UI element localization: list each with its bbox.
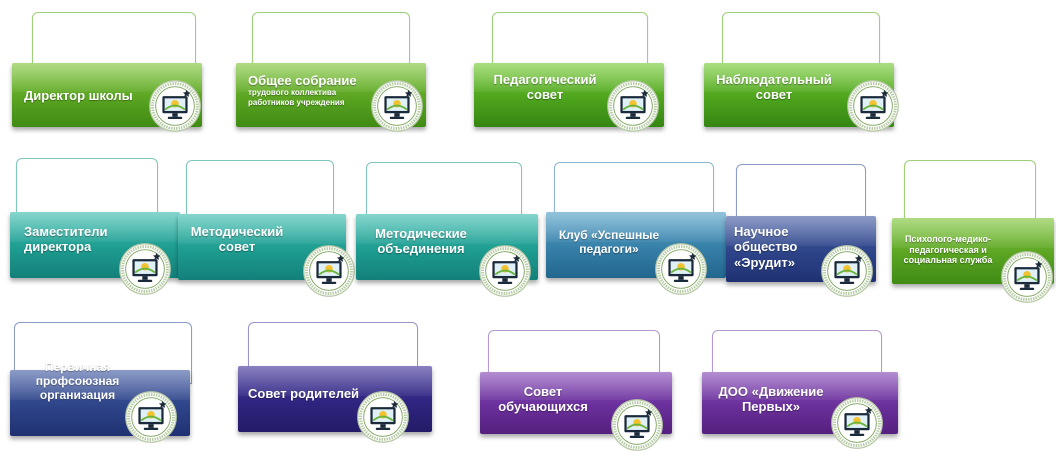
node-label-line: совет: [755, 87, 793, 103]
school-emblem-icon: [1000, 250, 1054, 304]
school-emblem-icon: [302, 244, 356, 298]
node-label-line: социальная служба: [903, 255, 993, 266]
node-label-line: Совет: [523, 384, 563, 399]
school-emblem-icon: [124, 390, 178, 444]
school-emblem-icon: [148, 79, 202, 133]
node-label: Совет родителей: [248, 386, 378, 401]
school-emblem-icon: [478, 244, 532, 298]
node-label-line: Директор школы: [24, 88, 133, 103]
node-label-line: Педагогический: [493, 72, 597, 87]
node-label-line: ДОО «Движение: [718, 384, 824, 399]
node-label-subline: трудового коллектива: [248, 88, 337, 98]
node-label-line: педагоги»: [579, 242, 639, 257]
node-label-line: Клуб «Успешные: [558, 228, 660, 242]
school-emblem-icon: [654, 242, 708, 296]
node-label-line: совет: [526, 87, 564, 103]
node-label: Директор школы: [24, 88, 144, 103]
node-label-line: Методические: [375, 226, 467, 241]
node-label-line: совет: [218, 239, 256, 255]
node-label-line: Научное: [734, 224, 789, 239]
school-emblem-icon: [820, 244, 874, 298]
school-emblem-icon: [846, 79, 900, 133]
node-label-line: Первых»: [741, 399, 801, 415]
node-label-line: Наблюдательный: [716, 72, 832, 87]
node-label-line: общество: [734, 239, 798, 255]
node-label-line: Психолого-медико-: [904, 234, 992, 244]
node-label-line: обучающихся: [498, 399, 588, 415]
school-emblem-icon: [606, 79, 660, 133]
node-label-line: Первичная: [44, 360, 111, 374]
node-tab: [16, 158, 158, 220]
node-label-line: Совет родителей: [248, 386, 360, 401]
school-emblem-icon: [830, 396, 884, 450]
node-tab: [186, 160, 334, 222]
node-label-line: Методический: [190, 224, 284, 239]
node-label-line: Общее собрание: [248, 73, 357, 88]
node-label-line: Заместители: [24, 224, 108, 239]
school-emblem-icon: [118, 242, 172, 296]
school-emblem-icon: [370, 79, 424, 133]
school-emblem-icon: [356, 390, 410, 444]
node-tab: [904, 160, 1036, 222]
school-emblem-icon: [610, 398, 664, 452]
node-label-subline: работников учреждения: [248, 97, 345, 107]
node-label-line: организация: [39, 388, 116, 403]
node-label-line: директора: [24, 239, 92, 255]
node-label-line: профсоюзная: [35, 374, 120, 389]
node-label-line: объединения: [377, 241, 465, 257]
node-label-line: «Эрудит»: [734, 254, 795, 270]
node-label-line: педагогическая и: [909, 244, 987, 255]
